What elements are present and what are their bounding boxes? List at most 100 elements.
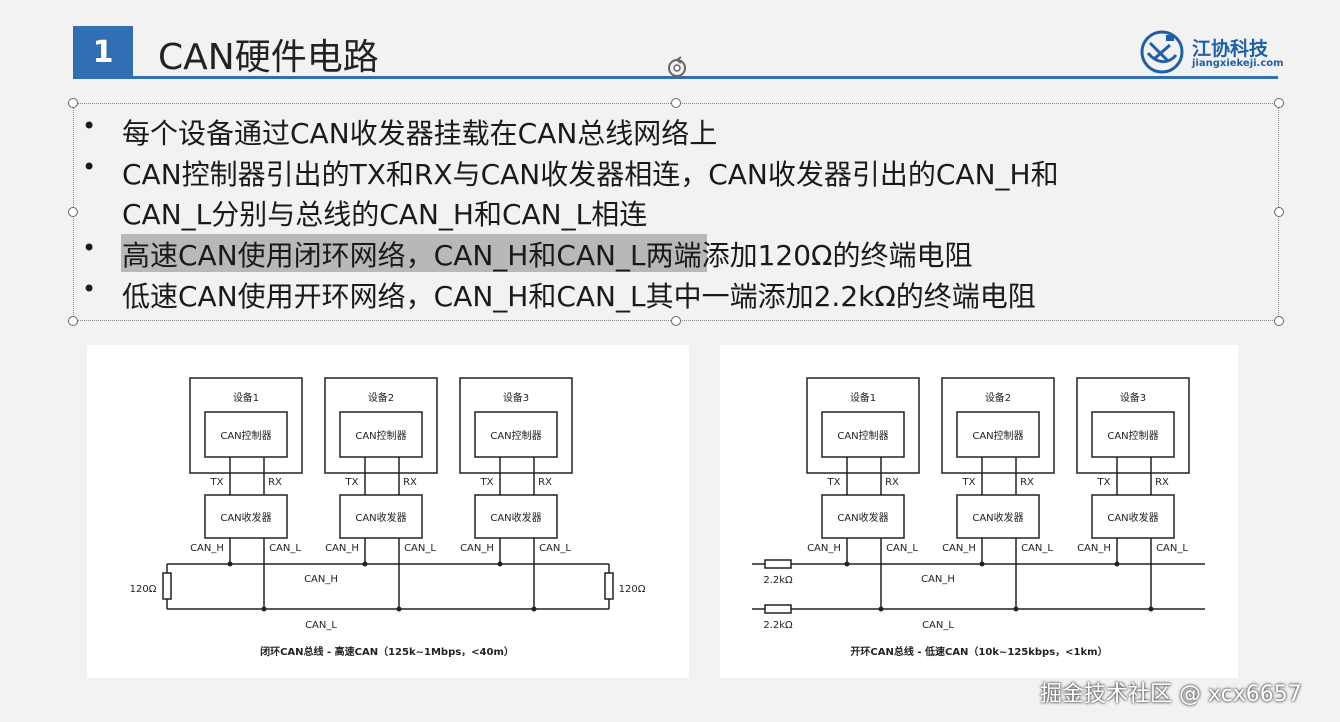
controller-label: CAN控制器	[220, 429, 271, 442]
rx-label: RX	[403, 477, 417, 488]
resistor-left	[162, 572, 172, 600]
diagram-caption: 闭环CAN总线 - 高速CAN（125k~1Mbps，<40m）	[260, 645, 514, 658]
controller-box	[204, 411, 288, 458]
slide-number: 1	[73, 26, 133, 78]
controller-box	[474, 411, 558, 458]
pin-h-label: CAN_H	[460, 543, 494, 554]
resistor-label: 2.2kΩ	[763, 620, 793, 631]
tx-label: TX	[480, 477, 494, 488]
device-box	[806, 377, 920, 474]
controller-label: CAN控制器	[490, 429, 541, 442]
rotate-handle-icon[interactable]	[664, 55, 690, 81]
diagram-open-loop: 设备1 设备2 设备3 CAN控制器 CAN控制器 CAN控制器 CAN收发器 …	[720, 345, 1238, 678]
pin-h-label: CAN_H	[190, 543, 224, 554]
resize-handle-bm[interactable]	[671, 316, 681, 326]
resize-handle-tm[interactable]	[671, 98, 681, 108]
rx-label: RX	[1155, 477, 1169, 488]
transceiver-box	[339, 494, 423, 539]
bus-l-label: CAN_L	[305, 620, 337, 631]
controller-label: CAN控制器	[972, 429, 1023, 442]
tx-label: TX	[1097, 477, 1111, 488]
transceiver-label: CAN收发器	[1107, 511, 1158, 524]
tx-label: TX	[962, 477, 976, 488]
bullet-text: 每个设备通过CAN收发器挂载在CAN总线网络上	[122, 117, 718, 150]
bullet-dot-icon: •	[82, 153, 97, 181]
pin-l-label: CAN_L	[269, 543, 301, 554]
resistor-bottom	[764, 604, 792, 614]
resize-handle-bl[interactable]	[68, 316, 78, 326]
rx-label: RX	[1020, 477, 1034, 488]
device-label: 设备3	[1120, 391, 1146, 404]
pin-l-label: CAN_L	[886, 543, 918, 554]
device-box	[941, 377, 1055, 474]
transceiver-box	[1091, 494, 1175, 539]
transceiver-label: CAN收发器	[490, 511, 541, 524]
logo-name: 江协科技	[1192, 38, 1269, 60]
transceiver-label: CAN收发器	[355, 511, 406, 524]
resize-handle-tr[interactable]	[1274, 98, 1284, 108]
controller-box	[821, 411, 905, 458]
controller-label: CAN控制器	[355, 429, 406, 442]
title-underline	[73, 76, 1278, 79]
resize-handle-mr[interactable]	[1274, 207, 1284, 217]
pin-l-label: CAN_L	[1021, 543, 1053, 554]
resistor-right	[604, 572, 614, 600]
resistor-label: 2.2kΩ	[763, 575, 793, 586]
pin-l-label: CAN_L	[1156, 543, 1188, 554]
transceiver-label: CAN收发器	[972, 511, 1023, 524]
resize-handle-ml[interactable]	[68, 207, 78, 217]
controller-box	[339, 411, 423, 458]
device-label: 设备1	[850, 391, 876, 404]
pin-l-label: CAN_L	[539, 543, 571, 554]
rx-label: RX	[885, 477, 899, 488]
resistor-label: 120Ω	[619, 584, 646, 595]
controller-label: CAN控制器	[837, 429, 888, 442]
bullet-dot-icon: •	[82, 112, 97, 140]
bus-h-label: CAN_H	[921, 574, 955, 585]
tx-label: TX	[827, 477, 841, 488]
tx-label: TX	[210, 477, 224, 488]
controller-box	[1091, 411, 1175, 458]
transceiver-box	[474, 494, 558, 539]
bullet-dot-icon: •	[82, 234, 97, 262]
device-box	[459, 377, 573, 474]
diagram-caption: 开环CAN总线 - 低速CAN（10k~125kbps，<1km）	[850, 645, 1107, 658]
closed-loop-svg: 设备1 设备2 设备3 CAN控制器 CAN控制器 CAN控制器 CAN收发器 …	[130, 377, 646, 658]
logo-icon	[1140, 30, 1184, 74]
watermark: 掘金技术社区 @ xcx6657	[1040, 682, 1302, 707]
transceiver-box	[204, 494, 288, 539]
device-label: 设备3	[503, 391, 529, 404]
device-label: 设备2	[368, 391, 394, 404]
diagram-closed-loop: 设备1 设备2 设备3 CAN控制器 CAN控制器 CAN控制器 CAN收发器 …	[87, 345, 689, 678]
pin-h-label: CAN_H	[1077, 543, 1111, 554]
rx-label: RX	[268, 477, 282, 488]
device-box	[1076, 377, 1190, 474]
bullet-dot-icon: •	[82, 275, 97, 303]
bullet-text: CAN控制器引出的TX和RX与CAN收发器相连，CAN收发器引出的CAN_H和	[122, 158, 1059, 191]
bullet-text: 高速CAN使用闭环网络，CAN_H和CAN_L两端添加120Ω的终端电阻	[122, 239, 973, 272]
transceiver-label: CAN收发器	[220, 511, 271, 524]
slide-title: CAN硬件电路	[158, 37, 379, 78]
rx-label: RX	[538, 477, 552, 488]
resistor-top	[764, 559, 792, 569]
device-label: 设备1	[233, 391, 259, 404]
transceiver-label: CAN收发器	[837, 511, 888, 524]
pin-l-label: CAN_L	[404, 543, 436, 554]
transceiver-box	[956, 494, 1040, 539]
controller-box	[956, 411, 1040, 458]
text-selection-highlight	[121, 234, 707, 272]
bullet-text: 低速CAN使用开环网络，CAN_H和CAN_L其中一端添加2.2kΩ的终端电阻	[122, 280, 1036, 313]
bullet-text: CAN_L分别与总线的CAN_H和CAN_L相连	[122, 198, 648, 231]
logo-url: jiangxiekeji.com	[1192, 58, 1284, 69]
resize-handle-tl[interactable]	[68, 98, 78, 108]
pin-h-label: CAN_H	[942, 543, 976, 554]
transceiver-box	[821, 494, 905, 539]
tx-label: TX	[345, 477, 359, 488]
open-loop-svg: 设备1 设备2 设备3 CAN控制器 CAN控制器 CAN控制器 CAN收发器 …	[752, 377, 1205, 658]
bus-l-label: CAN_L	[922, 620, 954, 631]
bus-h-label: CAN_H	[304, 574, 338, 585]
device-box	[189, 377, 303, 474]
resize-handle-br[interactable]	[1274, 316, 1284, 326]
device-label: 设备2	[985, 391, 1011, 404]
device-box	[324, 377, 438, 474]
